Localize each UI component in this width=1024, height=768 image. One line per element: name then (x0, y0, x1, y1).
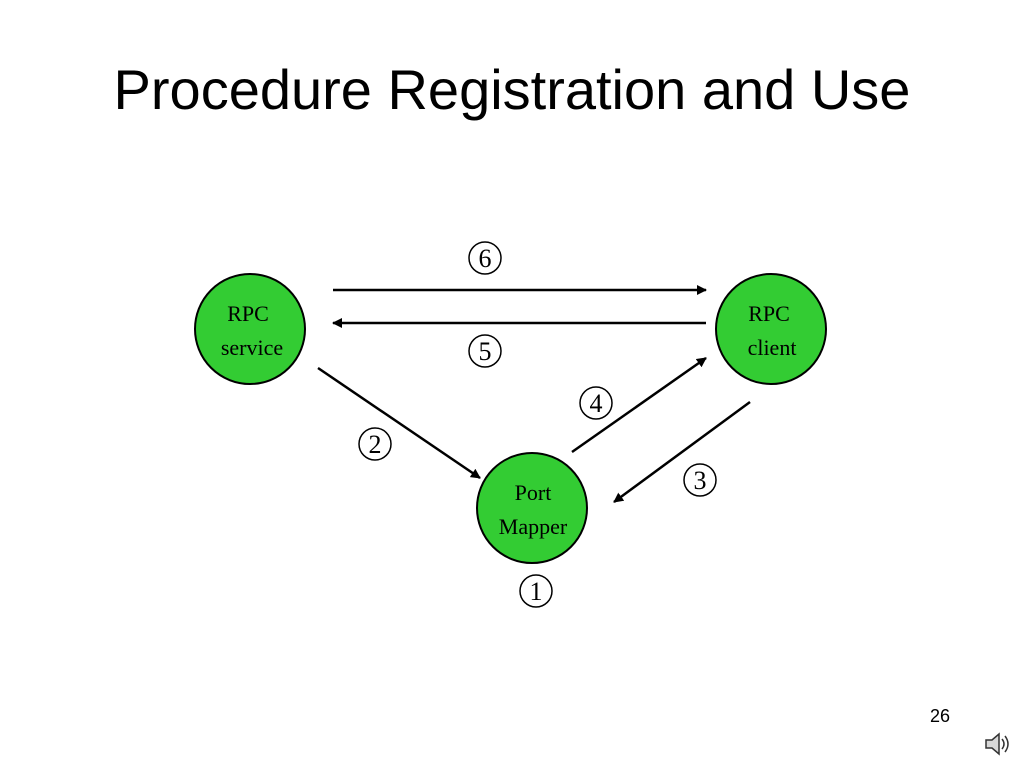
step-1-number: 1 (530, 577, 543, 606)
step-3-number: 3 (694, 466, 707, 495)
speaker-icon[interactable] (982, 728, 1014, 760)
arrow-3-client-to-portmapper (613, 400, 751, 504)
page-number: 26 (930, 706, 951, 726)
step-2-marker: 2 (358, 427, 392, 461)
rpc-service-label-line1: RPC (227, 301, 269, 326)
arrow-2-service-to-portmapper (317, 366, 481, 480)
step-3-marker: 3 (683, 463, 717, 497)
step-6-number: 6 (479, 244, 492, 273)
port-mapper-label-line2: Mapper (499, 514, 568, 539)
node-rpc-service: RPC service (194, 273, 306, 385)
step-1-marker: 1 (519, 574, 553, 608)
step-2-number: 2 (369, 430, 382, 459)
step-6-marker: 6 (468, 241, 502, 275)
step-4-number: 4 (590, 389, 603, 418)
rpc-client-label-line2: client (748, 335, 797, 360)
node-rpc-client: RPC client (715, 273, 827, 385)
slide-title: Procedure Registration and Use (113, 58, 911, 121)
step-5-number: 5 (479, 337, 492, 366)
port-mapper-label-line1: Port (515, 480, 552, 505)
step-5-marker: 5 (468, 334, 502, 368)
node-port-mapper: Port Mapper (476, 452, 588, 564)
rpc-service-label-line2: service (221, 335, 283, 360)
rpc-client-label-line1: RPC (748, 301, 790, 326)
step-4-marker: 4 (579, 386, 613, 420)
arrow-4-portmapper-to-client (571, 356, 707, 454)
